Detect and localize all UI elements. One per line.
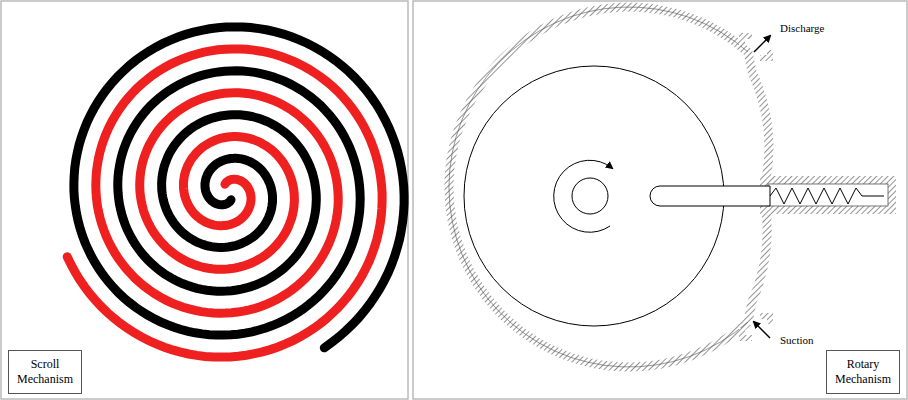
caption-box: Rotary Mechanism [826, 350, 900, 394]
vane-slot [764, 180, 892, 210]
orbiting-scroll [67, 49, 382, 357]
suction-port [742, 316, 770, 338]
port-label: Suction [780, 334, 814, 347]
vane-slot [768, 184, 888, 206]
port-label: Discharge [780, 22, 824, 35]
spring [770, 188, 884, 204]
panel-frame [413, 1, 907, 399]
fixed-scroll [74, 27, 404, 348]
rotation-arrow [554, 160, 612, 232]
vane [650, 186, 770, 206]
discharge-port [742, 36, 770, 58]
caption-box: Scroll Mechanism [8, 350, 82, 394]
flow-arrow [754, 322, 770, 338]
panel-title: Rotary Mechanism [833, 357, 893, 387]
flow-arrow [754, 36, 770, 52]
panel-title: Scroll Mechanism [15, 357, 75, 387]
panel-frame [1, 1, 408, 399]
shaft [572, 178, 608, 214]
